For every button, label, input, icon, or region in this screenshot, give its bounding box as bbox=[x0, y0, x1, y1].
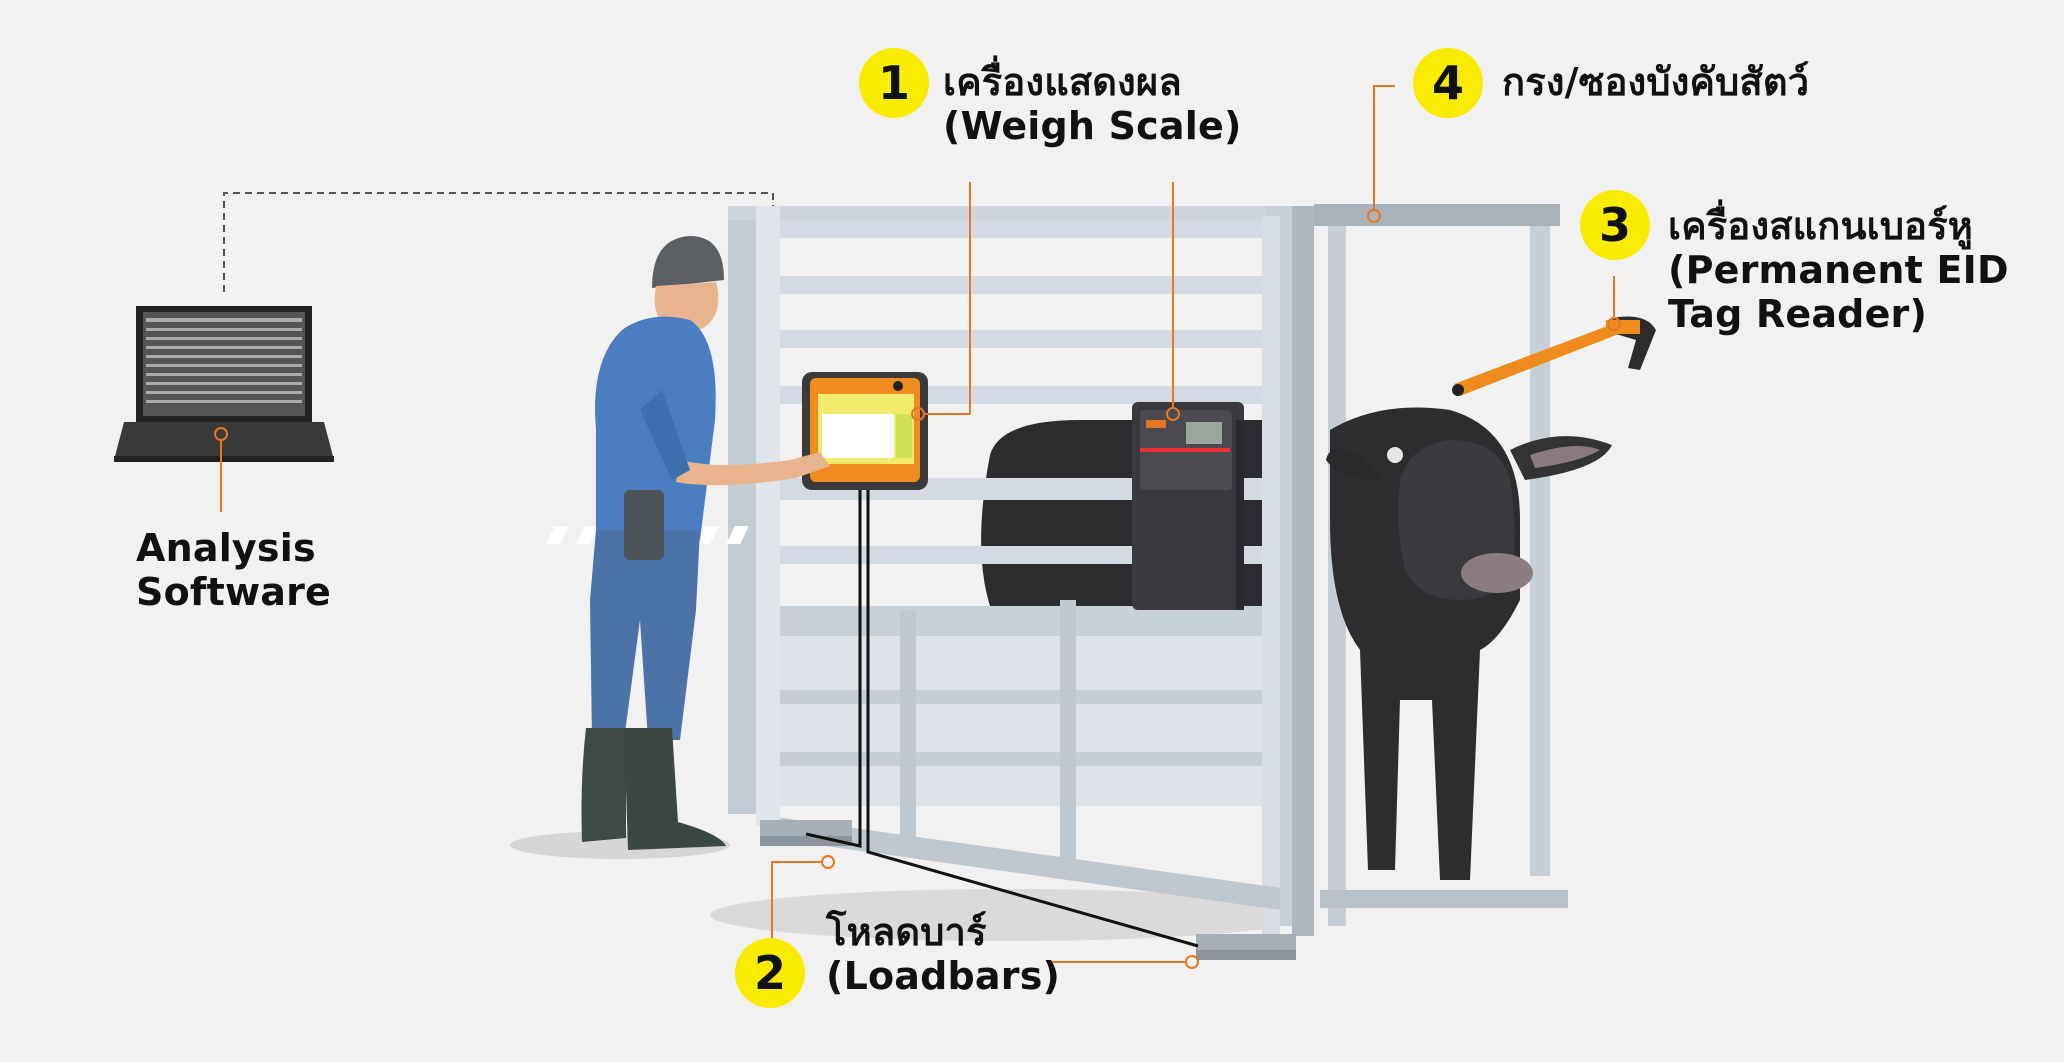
callout-4-badge: 4 bbox=[1413, 48, 1483, 118]
eid-wand-marker bbox=[1607, 317, 1621, 331]
eid-reader-line3: Tag Reader) bbox=[1668, 292, 1928, 336]
weigh-scale-title: เครื่องแสดงผล bbox=[943, 60, 1182, 104]
callout-3-badge: 3 bbox=[1580, 190, 1650, 260]
callout-2-badge: 2 bbox=[735, 938, 805, 1008]
weigh-scale-subtitle: (Weigh Scale) bbox=[943, 104, 1242, 148]
software-line2: Software bbox=[136, 570, 332, 614]
weigh-scale-marker bbox=[911, 407, 925, 421]
loadbar-right-marker bbox=[1185, 955, 1199, 969]
loadbar-left-marker bbox=[821, 855, 835, 869]
farmer-illustration bbox=[581, 236, 830, 850]
analysis-software-label: Analysis Software bbox=[136, 526, 331, 614]
eid-reader-line2: (Permanent EID bbox=[1668, 248, 2009, 292]
loadbars-title: โหลดบาร์ bbox=[826, 910, 987, 954]
loadbar-right bbox=[1196, 934, 1296, 960]
eid-reader-label: เครื่องสแกนเบอร์หู (Permanent EID Tag Re… bbox=[1668, 204, 2009, 336]
eid-wand-reader bbox=[1452, 316, 1656, 396]
crate-title: กรง/ซองบังคับสัตว์ bbox=[1502, 60, 1810, 104]
loadbars-label: โหลดบาร์ (Loadbars) bbox=[826, 910, 1060, 998]
software-line1: Analysis bbox=[136, 526, 316, 570]
crate-leader-line bbox=[1373, 85, 1395, 210]
floor-shadow bbox=[710, 889, 1310, 941]
loadbars-subtitle: (Loadbars) bbox=[826, 954, 1061, 998]
loadbar-cable bbox=[866, 484, 1199, 948]
loadbar-leader-line bbox=[771, 861, 822, 944]
loadbar-left bbox=[760, 820, 852, 846]
eid-panel-marker bbox=[1166, 407, 1180, 421]
callout-1-badge: 1 bbox=[859, 48, 929, 118]
eid-reader-title: เครื่องสแกนเบอร์หู bbox=[1668, 204, 1974, 248]
crate-marker bbox=[1367, 209, 1381, 223]
crate-label: กรง/ซองบังคับสัตว์ bbox=[1502, 60, 1809, 104]
loadbar-cable bbox=[805, 484, 862, 848]
laptop-icon bbox=[114, 306, 334, 462]
weigh-scale-label: เครื่องแสดงผล (Weigh Scale) bbox=[943, 60, 1242, 148]
eid-panel-reader bbox=[1132, 402, 1244, 610]
weigh-scale-device bbox=[802, 372, 928, 490]
